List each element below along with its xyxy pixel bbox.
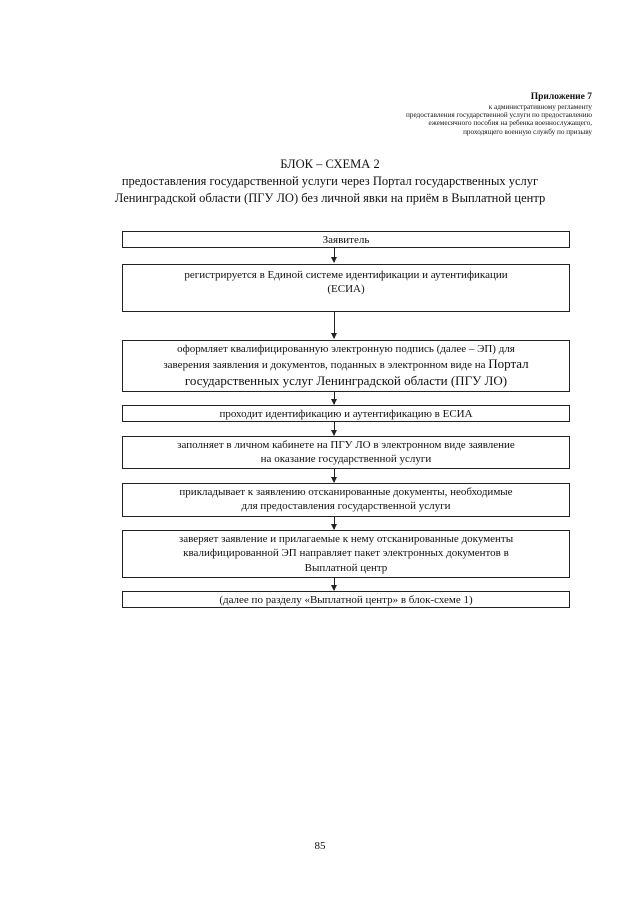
flow-step-text: проходит идентификацию и аутентификацию … xyxy=(219,408,473,420)
appendix-line: к административному регламенту xyxy=(488,102,592,111)
flow-step-fill-application: заполняет в личном кабинете на ПГУ ЛО в … xyxy=(122,436,570,469)
scheme-subtitle-line: Ленинградской области (ПГУ ЛО) без лично… xyxy=(114,190,546,205)
arrow-down-icon xyxy=(331,312,337,339)
scheme-subtitle-line: предоставления государственной услуги че… xyxy=(121,173,539,188)
flow-step-text: квалифицированной ЭП направляет пакет эл… xyxy=(183,547,509,560)
flow-step-text: (ЕСИА) xyxy=(327,283,365,296)
scheme-heading: БЛОК – СХЕМА 2 предоставления государств… xyxy=(90,156,570,207)
flow-step-authentication: проходит идентификацию и аутентификацию … xyxy=(122,405,570,422)
flow-step-text: Выплатной центр xyxy=(304,561,388,574)
flow-step-attach-documents: прикладывает к заявлению отсканированные… xyxy=(122,483,570,517)
flow-step-applicant: Заявитель xyxy=(122,231,570,248)
flow-step-text: государственных услуг Ленинградской обла… xyxy=(184,373,508,389)
flow-step-digital-signature: оформляет квалифицированную электронную … xyxy=(122,340,570,392)
flow-step-text: прикладывает к заявлению отсканированные… xyxy=(179,486,513,498)
flow-step-text: регистрируется в Единой системе идентифи… xyxy=(184,269,508,281)
appendix-line: предоставления государственной услуги по… xyxy=(406,111,592,120)
appendix-line: проходящего военную службу по призыву xyxy=(463,127,592,136)
scheme-title: БЛОК – СХЕМА 2 xyxy=(280,157,380,171)
arrow-down-icon xyxy=(331,422,337,436)
appendix-title: Приложение 7 xyxy=(530,92,592,102)
arrow-down-icon xyxy=(331,392,337,405)
flow-step-text: (далее по разделу «Выплатной центр» в бл… xyxy=(219,594,473,606)
appendix-line: ежемесячного пособия на ребенка военносл… xyxy=(428,119,592,128)
flow-step-esia-registration: регистрируется в Единой системе идентифи… xyxy=(122,264,570,312)
flow-step-text: оформляет квалифицированную электронную … xyxy=(177,343,515,355)
flow-step-text: заверения заявления и документов, поданн… xyxy=(163,359,486,372)
flow-step-text: Заявитель xyxy=(322,234,370,246)
flow-step-text: заверяет заявление и прилагаемые к нему … xyxy=(178,533,514,545)
flow-step-text: Портал xyxy=(488,356,529,372)
flow-step-continue: (далее по разделу «Выплатной центр» в бл… xyxy=(122,591,570,608)
page-number: 85 xyxy=(314,840,326,852)
flow-step-sign-and-send: заверяет заявление и прилагаемые к нему … xyxy=(122,530,570,578)
arrow-down-icon xyxy=(331,469,337,483)
arrow-down-icon xyxy=(331,517,337,530)
arrow-down-icon xyxy=(331,248,337,263)
appendix-header: Приложение 7 к административному регламе… xyxy=(406,92,592,136)
flow-step-text: для предоставления государственной услуг… xyxy=(241,500,451,513)
arrow-down-icon xyxy=(331,578,337,591)
flow-step-text: на оказание государственной услуги xyxy=(260,453,432,466)
flow-step-text: заполняет в личном кабинете на ПГУ ЛО в … xyxy=(177,439,515,451)
